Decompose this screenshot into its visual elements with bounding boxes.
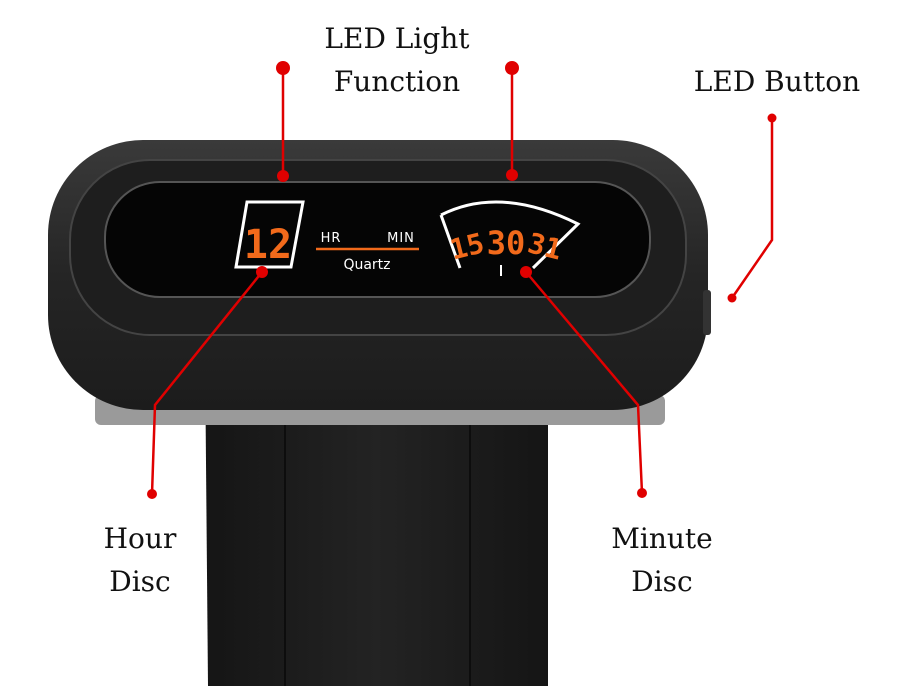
- min-label: MIN: [387, 231, 415, 246]
- label-led-light-1: LED Light: [324, 22, 470, 55]
- callout-led-button: [730, 118, 774, 299]
- callout-dots: [147, 61, 777, 499]
- label-minute-2: Disc: [631, 565, 692, 598]
- label-minute-1: Minute: [611, 522, 713, 555]
- minute-prev: 15: [447, 226, 488, 266]
- brand-label: Quartz: [343, 257, 390, 273]
- callout-hour-disc: [150, 271, 263, 495]
- callout-minute-disc: [525, 271, 644, 494]
- minute-current: 30: [487, 224, 526, 262]
- label-hour-2: Disc: [109, 565, 170, 598]
- label-led-button: LED Button: [694, 65, 860, 98]
- label-hour-1: Hour: [104, 522, 177, 555]
- label-led-light-2: Function: [334, 65, 460, 98]
- watch-display: 12 HR MIN Quartz 15 30 31: [104, 181, 651, 298]
- minute-next: 31: [525, 226, 566, 266]
- callout-lines: [150, 68, 774, 495]
- hr-label: HR: [321, 231, 342, 246]
- led-button[interactable]: [703, 290, 711, 335]
- hour-disc: [234, 200, 305, 269]
- minute-disc: [439, 200, 581, 270]
- hour-value: 12: [244, 222, 292, 268]
